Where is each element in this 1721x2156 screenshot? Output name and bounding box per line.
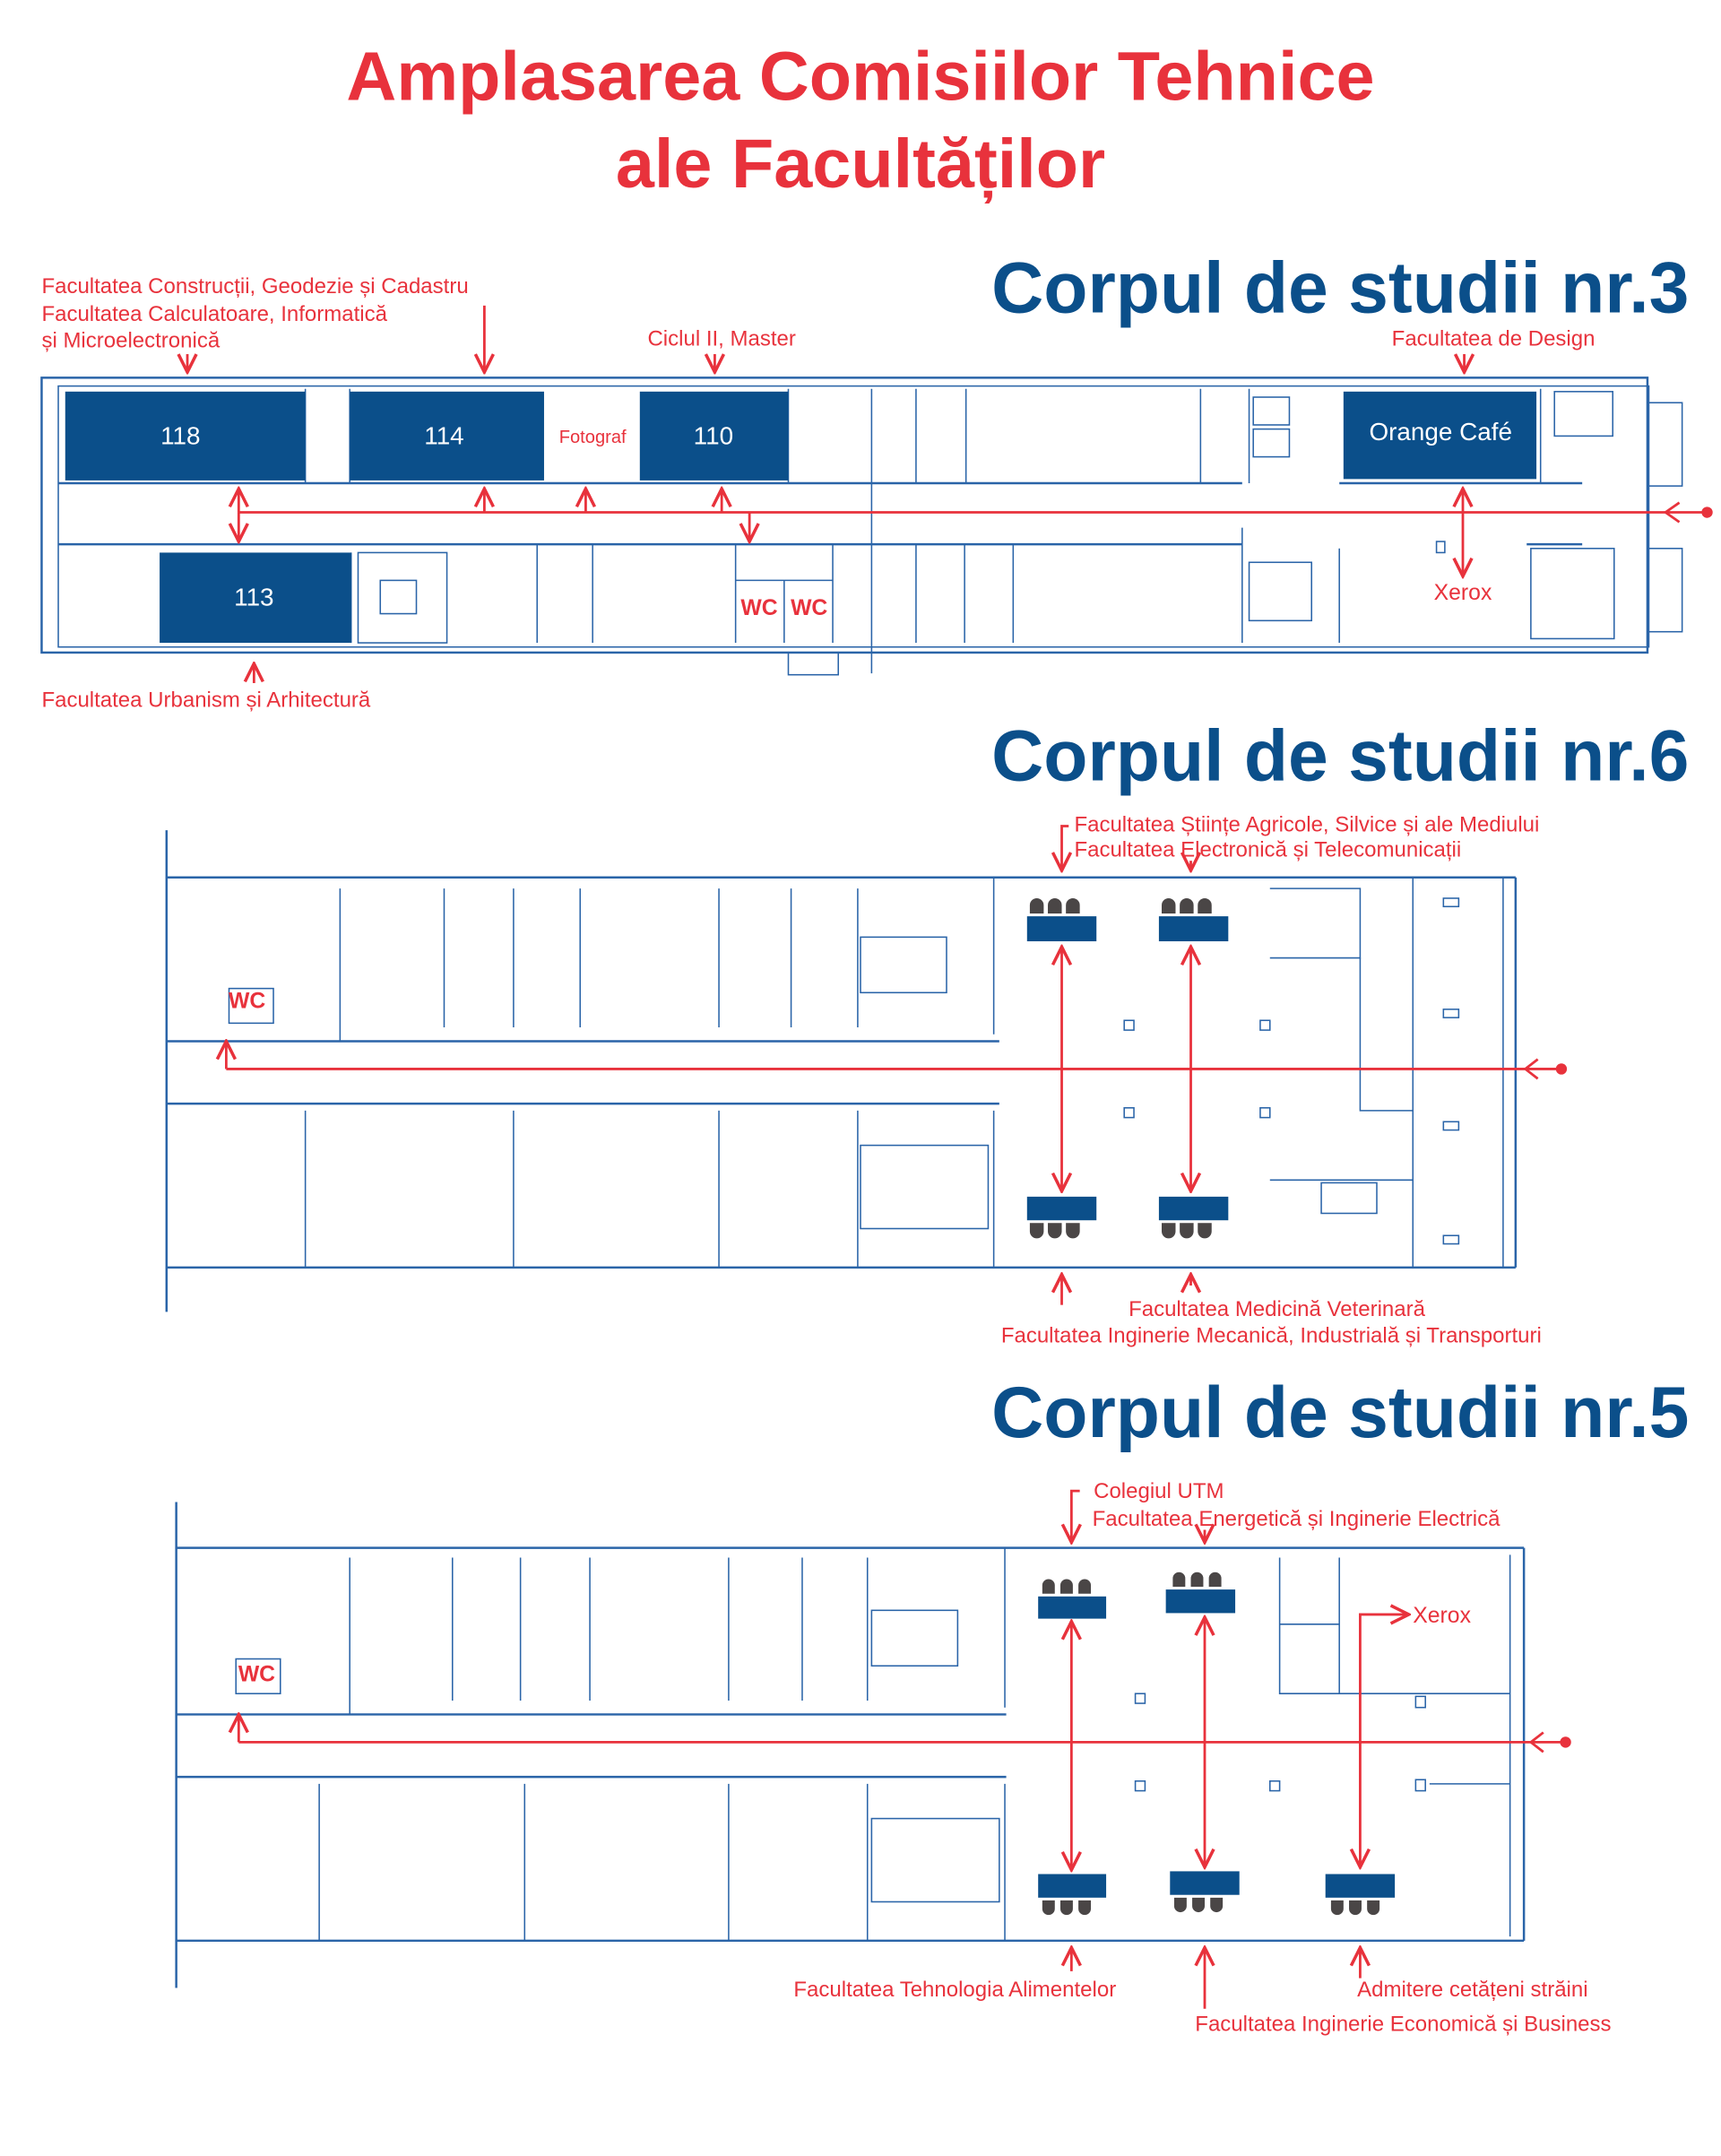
room-114[interactable]	[350, 391, 544, 481]
desk	[1026, 1196, 1097, 1221]
orange-cafe-label: Orange Café	[1369, 418, 1512, 446]
page-title-line2: ale Facultăților	[616, 126, 1105, 204]
label-economica: Facultatea Inginerie Economică și Busine…	[1195, 2012, 1611, 2036]
desk	[1026, 916, 1097, 941]
commission-desks	[1026, 897, 1229, 1239]
label-straini: Admitere cetățeni străini	[1357, 1978, 1587, 2002]
building-5-walls	[175, 1502, 1526, 1988]
building-6-heading: Corpul de studii nr.6	[991, 715, 1689, 796]
route-arrows	[238, 1489, 1571, 2009]
wc-label: WC	[229, 989, 265, 1013]
commission-desks	[1038, 1572, 1396, 1916]
label-master: Ciclul II, Master	[647, 327, 795, 351]
label-design: Facultatea de Design	[1392, 327, 1596, 351]
xerox-label: Xerox	[1413, 1604, 1471, 1628]
desk	[1158, 1196, 1229, 1221]
building-3: Corpul de studii nr.3	[40, 248, 1713, 712]
room-118[interactable]	[65, 391, 306, 481]
room-orange-cafe[interactable]	[1343, 391, 1537, 480]
fotograf-label: Fotograf	[559, 428, 627, 447]
label-alimentelor: Facultatea Tehnologia Alimentelor	[793, 1978, 1116, 2002]
wc-label: WC	[238, 1662, 275, 1686]
building-3-heading: Corpul de studii nr.3	[991, 248, 1689, 329]
room-113-label: 113	[234, 583, 273, 610]
desk	[1038, 1596, 1107, 1619]
label-urbanism: Facultatea Urbanism și Arhitectură	[41, 688, 370, 712]
room-113[interactable]	[160, 552, 351, 644]
desk	[1038, 1874, 1107, 1898]
room-110[interactable]	[639, 391, 789, 481]
label-electronica: Facultatea Electronică și Telecomunicați…	[1074, 838, 1461, 862]
xerox-label: Xerox	[1434, 581, 1492, 605]
route-arrows	[226, 825, 1568, 1305]
desk	[1170, 1871, 1240, 1895]
room-114-label: 114	[424, 422, 463, 450]
building-5: Corpul de studii nr.5	[175, 1372, 1689, 2036]
route-arrows	[187, 305, 1713, 683]
label-energetica: Facultatea Energetică și Inginerie Elect…	[1093, 1507, 1501, 1531]
label-agricole: Facultatea Științe Agricole, Silvice și …	[1074, 813, 1539, 837]
desk	[1325, 1874, 1396, 1898]
building-3-walls	[40, 377, 1683, 676]
room-110-label: 110	[694, 422, 733, 450]
desk	[1158, 916, 1229, 941]
wc-label: WC	[791, 596, 827, 620]
label-calculatoare: Facultatea Calculatoare, Informatică	[41, 302, 387, 326]
label-mecanica: Facultatea Inginerie Mecanică, Industria…	[1001, 1323, 1542, 1347]
desk	[1165, 1589, 1236, 1614]
building-6: Corpul de studii nr.6	[165, 715, 1689, 1347]
wc-label: WC	[740, 596, 777, 620]
label-constructii: Facultatea Construcții, Geodezie și Cada…	[41, 274, 468, 299]
label-microelectronica: și Microelectronică	[41, 328, 220, 352]
label-colegiul: Colegiul UTM	[1094, 1479, 1224, 1503]
label-veterinara: Facultatea Medicină Veterinară	[1129, 1297, 1426, 1321]
building-5-heading: Corpul de studii nr.5	[991, 1372, 1689, 1453]
page-title-line1: Amplasarea Comisiilor Tehnice	[346, 39, 1374, 116]
building-6-walls	[165, 830, 1518, 1312]
room-118-label: 118	[160, 422, 200, 450]
